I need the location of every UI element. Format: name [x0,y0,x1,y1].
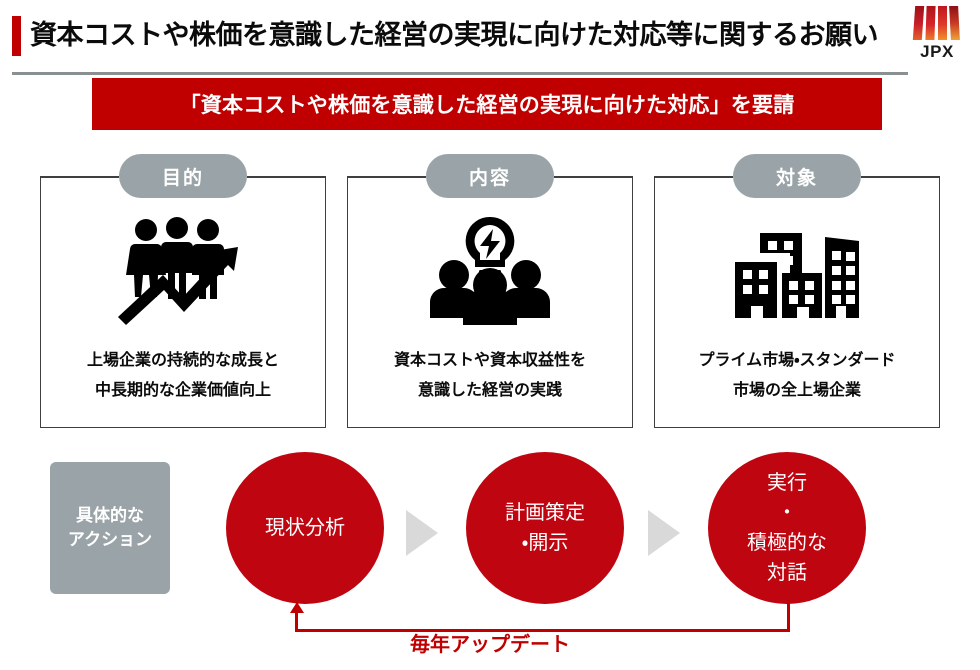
panels-section: 目的 上場企業の持続的な成長と 中長期的な企業価値 [40,154,940,428]
action-flow-section: 具体的な アクション 現状分析 計画策定 ・開示 実行 ・ 積極的な 対話 [0,452,980,670]
concrete-action-box: 具体的な アクション [50,462,170,594]
flow-step-line4: 対話 [767,562,807,584]
jpx-bars-icon [912,6,962,40]
panel-content: 内容 [347,154,633,428]
page-title: 資本コストや株価を意識した経営の実現に向けた対応等に関するお願い [30,20,879,50]
panel-caption-line1: 上場企業の持続的な成長と [86,352,279,369]
panel-pill-target: 対象 [733,154,861,198]
title-divider [12,72,908,75]
annual-update-loop [290,600,790,632]
city-buildings-icon [654,206,940,331]
panel-caption: プライム市場・スタンダード 市場の全上場企業 [654,346,940,406]
panel-pill-label: 対象 [775,167,818,189]
panel-pill-content: 内容 [426,154,554,198]
flow-step-line1: 実行 [767,472,807,494]
flow-step-line2: ・開示 [521,532,569,554]
loop-line-left [290,602,304,632]
panel-pill-label: 内容 [468,167,511,189]
jpx-logo: JPX [906,6,968,64]
panel-pill-purpose: 目的 [119,154,247,198]
request-banner-text: 「資本コストや株価を意識した経営の実現に向けた対応」を要請 [179,94,795,117]
panel-caption: 上場企業の持続的な成長と 中長期的な企業価値向上 [40,346,326,406]
flow-arrow-icon-2 [648,510,680,556]
request-banner: 「資本コストや株価を意識した経営の実現に向けた対応」を要請 [92,78,882,130]
jpx-logo-text: JPX [920,42,954,61]
annual-update-label: 毎年アップデート [410,634,570,656]
loop-line-bottom [295,629,790,632]
panel-caption-line2: 意識した経営の実践 [417,382,562,399]
concrete-action-label-line1: 具体的な [76,506,144,525]
flow-step-line1: 計画策定 [505,502,585,524]
panel-target: 対象 [654,154,940,428]
flow-step-execute-dialogue: 実行 ・ 積極的な 対話 [708,452,866,604]
panel-purpose: 目的 上場企業の持続的な成長と 中長期的な企業価値 [40,154,326,428]
loop-arrow-icon [290,602,304,613]
slide-header: 資本コストや株価を意識した経営の実現に向けた対応等に関するお願い [0,10,980,75]
loop-line-right [787,600,790,632]
panel-caption-line1: 資本コストや資本収益性を [393,352,586,369]
flow-step-line3: 積極的な [747,532,827,554]
flow-step-plan-disclose: 計画策定 ・開示 [466,452,624,604]
panel-caption-line2: 中長期的な企業価値向上 [94,382,271,399]
people-growth-arrow-icon [40,206,326,331]
lightbulb-team-icon [347,206,633,331]
flow-arrow-icon-1 [406,510,438,556]
panel-caption-line2: 市場の全上場企業 [732,382,861,399]
concrete-action-label-line2: アクション [67,530,153,549]
panel-pill-label: 目的 [161,167,204,189]
panel-caption-line1: プライム市場・スタンダード [698,352,896,369]
flow-step-line1: 現状分析 [265,517,345,539]
title-accent-bar [12,16,21,56]
flow-step-analysis: 現状分析 [226,452,384,604]
flow-step-line2: ・ [777,502,797,524]
panel-caption: 資本コストや資本収益性を 意識した経営の実践 [347,346,633,406]
